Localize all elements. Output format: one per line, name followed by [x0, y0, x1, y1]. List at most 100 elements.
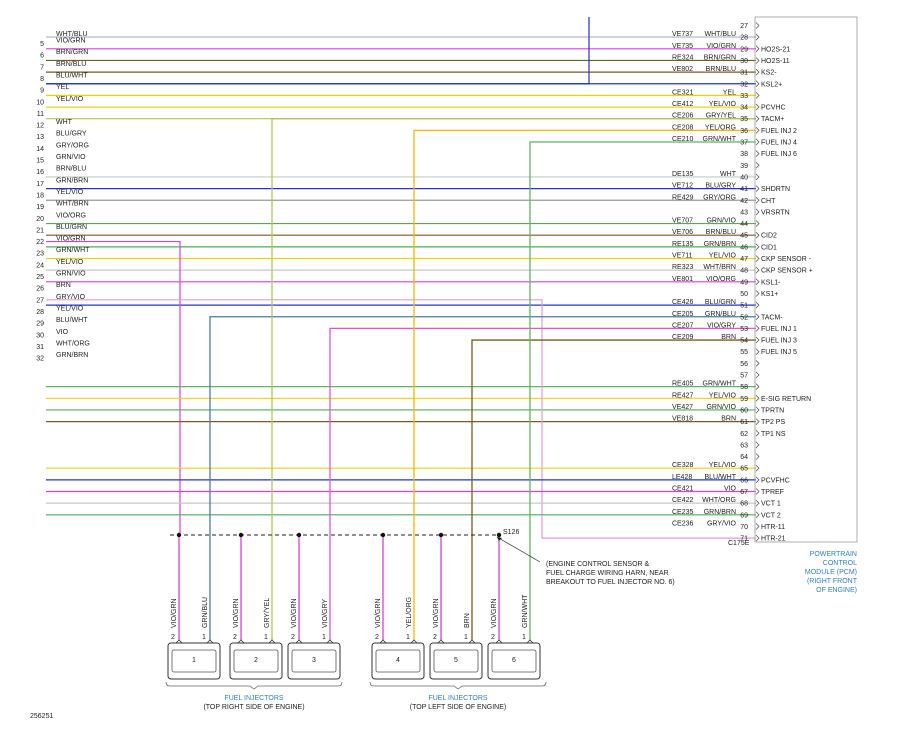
injector-pin-1: 1 [406, 634, 410, 641]
pcm-wire-color: GRN/WHT [703, 136, 737, 143]
pcm-pin-function: E-SIG RETURN [761, 396, 811, 403]
pcm-label-line: CONTROL [823, 560, 857, 567]
pcm-pin-terminal [755, 336, 760, 344]
pcm-wire-color: VIO [724, 486, 737, 493]
pcm-circuit-id: RE427 [672, 392, 694, 399]
pcm-pin-terminal [755, 162, 760, 169]
pcm-wire-color: WHT/ORG [702, 497, 736, 504]
wire-injector-signal [329, 327, 756, 640]
injector-body [429, 642, 483, 680]
pcm-wire-color: BRN/BLU [706, 66, 736, 73]
pcm-pin-function: FUEL INJ 2 [761, 128, 797, 135]
pcm-pin-terminal [755, 418, 760, 425]
pcm-wire-color: GRN/BLU [705, 311, 736, 318]
pcm-pin-number: 67 [740, 489, 748, 496]
wire-injector-signal [471, 339, 756, 640]
left-wire-color: GRN/VIO [56, 154, 86, 161]
injector-coil-icon [233, 649, 279, 673]
pcm-wire-color: GRY/YEL [706, 113, 736, 120]
pcm-pin-terminal [755, 173, 760, 181]
pcm-pin-function: VCT 1 [761, 501, 781, 508]
pcm-circuit-id: CE422 [672, 497, 694, 504]
pcm-pin-number: 50 [740, 291, 748, 298]
injector-terminal-icon [437, 639, 476, 644]
pcm-pin-terminal [755, 464, 760, 472]
pcm-pin-terminal [755, 266, 760, 274]
pcm-pin-terminal [755, 22, 760, 29]
pcm-pin-number: 32 [740, 81, 748, 88]
left-pin-number: 16 [36, 169, 44, 176]
pcm-pin-number: 53 [740, 326, 748, 333]
pcm-pin-number: 56 [740, 361, 748, 368]
injector-body [287, 642, 341, 680]
pcm-pin-function: CKP SENSOR + [761, 268, 813, 275]
pcm-wire-color: BLU/GRY [705, 183, 736, 190]
splice-leader [496, 536, 541, 563]
pcm-wire-color: BRN [721, 334, 736, 341]
pcm-pin-terminal [755, 406, 760, 414]
left-pin-number: 20 [36, 216, 44, 223]
left-pin-number: 21 [36, 227, 44, 234]
pcm-pin-number: 60 [740, 407, 748, 414]
pcm-wire-color: GRN/BRN [704, 509, 736, 516]
injector-wire1-label: BRN [464, 613, 471, 628]
injector-number: 6 [512, 657, 516, 664]
pcm-pin-terminal [755, 348, 760, 355]
injector-pin-1: 1 [322, 634, 326, 641]
injector-wire2-label: VIO/GRN [491, 598, 498, 628]
left-wire-color: GRN/VIO [56, 271, 86, 278]
pcm-circuit-id: CE209 [672, 334, 694, 341]
wire-layer [46, 17, 756, 640]
left-pin-number: 23 [36, 251, 44, 258]
pcm-pin-number: 36 [740, 128, 748, 135]
injector-coil-icon [375, 649, 421, 673]
injector-body [167, 642, 221, 680]
pcm-pin-terminal [755, 534, 760, 542]
splice-dot [296, 532, 302, 538]
left-pin-number: 10 [36, 99, 44, 106]
figure-id: 256251 [30, 713, 53, 720]
pcm-pin-number: 51 [740, 303, 748, 310]
pcm-wire-color: BLU/GRN [705, 299, 736, 306]
injector-wire2-label: VIO/GRN [433, 598, 440, 628]
pcm-wire-color: WHT/BRN [703, 264, 736, 271]
injector-body [487, 642, 541, 680]
pcm-pin-number: 46 [740, 244, 748, 251]
pcm-pin-function: TP1 NS [761, 431, 786, 438]
injector-number: 1 [192, 657, 196, 664]
splice-dot [238, 532, 244, 538]
injector-wire1-label: GRN/WHT [522, 594, 529, 628]
left-pin-number: 18 [36, 192, 44, 199]
injector-coil-icon [171, 649, 217, 673]
left-pin-number: 25 [36, 274, 44, 281]
pcm-pin-terminal [755, 92, 760, 99]
pcm-wire-color: YEL [723, 89, 736, 96]
injector-terminal-icon [495, 639, 534, 644]
left-wire-color: BRN/BLU [56, 61, 86, 68]
pcm-circuit-id: CE206 [672, 113, 694, 120]
left-pin-number: 24 [36, 262, 44, 269]
pcm-pin-number: 59 [740, 396, 748, 403]
pcm-pin-number: 35 [740, 116, 748, 123]
left-wire-color: YEL/VIO [56, 96, 84, 103]
pcm-circuit-id: RE405 [672, 381, 694, 388]
injector-pin-2: 2 [291, 634, 295, 641]
pcm-pin-function: HTR-21 [761, 536, 786, 543]
pcm-pin-terminal [755, 499, 760, 507]
injector-body [229, 642, 283, 680]
left-wire-color: YEL/VIO [56, 259, 84, 266]
pcm-circuit-id: CE236 [672, 520, 694, 527]
pcm-circuit-id: VE707 [672, 218, 693, 225]
wire-blu-wht [46, 17, 590, 85]
pcm-circuit-id: CE210 [672, 136, 694, 143]
splice-dot [380, 532, 386, 538]
pcm-label-line: POWERTRAIN [810, 551, 857, 558]
injector-number: 2 [254, 657, 258, 664]
pcm-pin-number: 30 [740, 58, 748, 65]
left-pin-number: 17 [36, 181, 44, 188]
left-pin-number: 14 [36, 146, 44, 153]
pcm-wire-color: VIO/GRY [707, 322, 736, 329]
pcm-pin-function: CID2 [761, 233, 777, 240]
